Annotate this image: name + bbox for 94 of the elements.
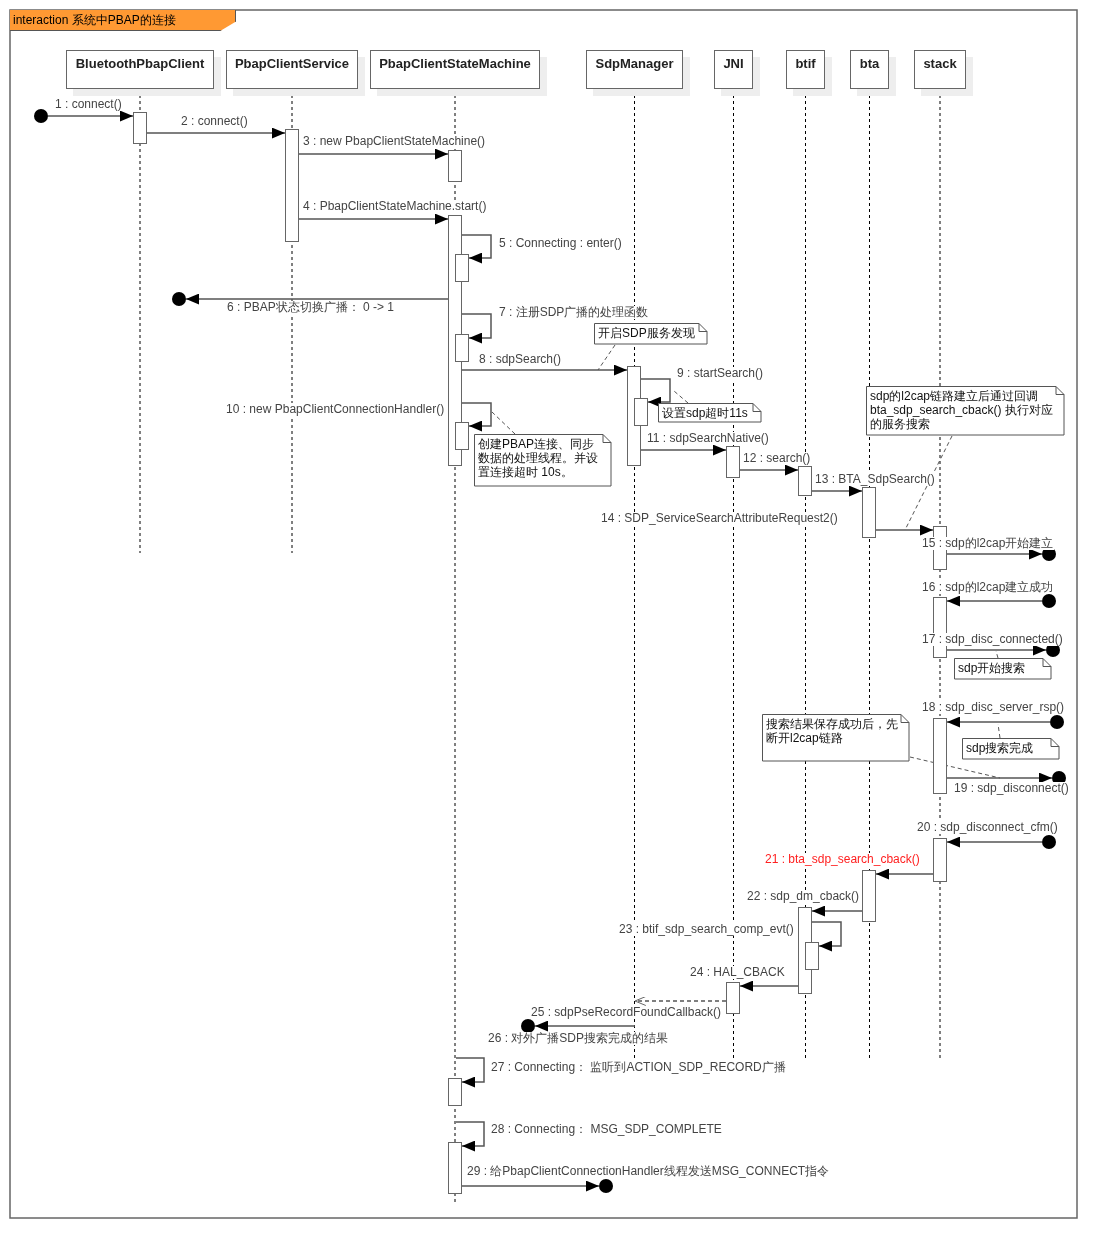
- message-arrow: [946, 836, 1043, 848]
- activation-bar: [805, 942, 819, 970]
- note: sdp的l2cap链路建立后通过回调 bta_sdp_search_cback() 执行对应的服务搜索: [866, 386, 1065, 436]
- message-label: 21 : bta_sdp_search_cback(): [764, 853, 921, 866]
- message-arrow: [739, 980, 799, 992]
- endpoint-dot: [172, 292, 186, 306]
- note: sdp开始搜索: [954, 658, 1052, 680]
- note: 创建PBAP连接、同步数据的处理线程。并设置连接超时 10s。: [474, 434, 612, 487]
- endpoint-dot: [1052, 771, 1066, 785]
- activation-bar: [448, 1142, 462, 1194]
- message-arrow: [461, 1180, 600, 1192]
- endpoint-dot: [599, 1179, 613, 1193]
- note: 搜索结果保存成功后，先断开l2cap链路: [762, 714, 910, 762]
- self-message-arrow: [455, 1121, 485, 1152]
- activation-bar: [862, 870, 876, 922]
- note: 开启SDP服务发现: [594, 323, 708, 345]
- message-label: 11 : sdpSearchNative(): [646, 432, 770, 445]
- message-label: 7 : 注册SDP广播的处理函数: [498, 306, 650, 319]
- activation-bar: [798, 466, 812, 496]
- message-arrow: [946, 548, 1043, 560]
- activation-bar: [455, 334, 469, 362]
- message-arrow: [298, 213, 449, 225]
- message-arrow: [298, 148, 449, 160]
- activation-bar: [862, 487, 876, 538]
- leader-line: [909, 756, 1001, 779]
- self-message-arrow: [455, 1057, 485, 1088]
- message-label: 16 : sdp的l2cap建立成功: [921, 581, 1055, 594]
- endpoint-dot: [521, 1019, 535, 1033]
- message-arrow: [739, 464, 799, 476]
- endpoint-dot: [1042, 835, 1056, 849]
- self-message-arrow: [811, 921, 842, 952]
- message-label: 1 : connect(): [54, 98, 123, 111]
- self-message-arrow: [461, 402, 492, 432]
- message-label: 23 : btif_sdp_search_comp_evt(): [618, 923, 795, 936]
- activation-bar: [726, 982, 740, 1014]
- message-arrow: [811, 905, 863, 917]
- message-arrow: [875, 868, 934, 880]
- activation-bar: [133, 112, 147, 144]
- message-label: 4 : PbapClientStateMachine.start(): [302, 200, 488, 213]
- endpoint-dot: [1050, 715, 1064, 729]
- message-arrow: [946, 772, 1053, 784]
- message-label: 25 : sdpPseRecordFoundCallback(): [530, 1006, 723, 1019]
- activation-bar: [455, 254, 469, 282]
- activation-bar: [933, 838, 947, 882]
- message-label: 5 : Connecting : enter(): [498, 237, 623, 250]
- activation-bar: [448, 150, 462, 182]
- message-arrow: [534, 1020, 636, 1032]
- frame-title: interaction 系统中PBAP的连接: [10, 10, 236, 31]
- message-label: 13 : BTA_SdpSearch(): [814, 473, 936, 486]
- self-message-arrow: [461, 234, 492, 264]
- endpoint-dot: [34, 109, 48, 123]
- message-label: 10 : new PbapClientConnectionHandler(): [225, 403, 446, 416]
- activation-bar: [726, 446, 740, 478]
- activation-bar: [455, 422, 469, 450]
- message-label: 6 : PBAP状态切换广播： 0 -> 1: [226, 301, 396, 314]
- endpoint-dot: [1042, 594, 1056, 608]
- note: sdp搜索完成: [962, 738, 1060, 760]
- message-label: 17 : sdp_disc_connected(): [921, 633, 1064, 646]
- message-label: 3 : new PbapClientStateMachine(): [302, 135, 487, 148]
- activation-bar: [933, 718, 947, 794]
- activation-bar: [634, 398, 648, 426]
- message-label: 15 : sdp的l2cap开始建立: [921, 537, 1055, 550]
- message-arrow: [946, 716, 1051, 728]
- message-label: 18 : sdp_disc_server_rsp(): [921, 701, 1066, 714]
- message-arrow: [811, 485, 863, 497]
- message-arrow: [461, 364, 628, 376]
- leader-line: [491, 411, 516, 435]
- message-label: 12 : search(): [742, 452, 812, 465]
- message-arrow: [640, 444, 727, 456]
- message-label: 19 : sdp_disconnect(): [953, 782, 1070, 795]
- message-label: 22 : sdp_dm_cback(): [746, 890, 861, 903]
- message-label: 9 : startSearch(): [676, 367, 765, 380]
- message-label: 28 : Connecting： MSG_SDP_COMPLETE: [490, 1123, 723, 1136]
- message-label: 20 : sdp_disconnect_cfm(): [916, 821, 1059, 834]
- message-arrow: [875, 524, 934, 536]
- message-label: 2 : connect(): [180, 115, 249, 128]
- message-label: 24 : HAL_CBACK: [689, 966, 786, 979]
- message-label: 14 : SDP_ServiceSearchAttributeRequest2(): [600, 512, 839, 525]
- self-message-arrow: [461, 313, 492, 344]
- message-label: 29 : 给PbapClientConnectionHandler线程发送MSG_CONNECT指令: [466, 1165, 831, 1178]
- message-arrow: [146, 127, 286, 139]
- note: 设置sdp超时11s: [658, 403, 762, 423]
- activation-bar: [285, 129, 299, 242]
- self-message-arrow: [640, 378, 671, 408]
- message-label: 27 : Connecting： 监听到ACTION_SDP_RECORD广播: [490, 1061, 787, 1074]
- leader-line: [597, 344, 616, 371]
- activation-bar: [448, 1078, 462, 1106]
- message-label: 26 : 对外广播SDP搜索完成的结果: [487, 1032, 670, 1045]
- message-arrow: [47, 110, 134, 122]
- message-arrow: [185, 293, 449, 305]
- message-label: 8 : sdpSearch(): [478, 353, 563, 366]
- leader-line: [673, 390, 689, 404]
- message-arrow: [946, 595, 1043, 607]
- message-arrow: [946, 644, 1047, 656]
